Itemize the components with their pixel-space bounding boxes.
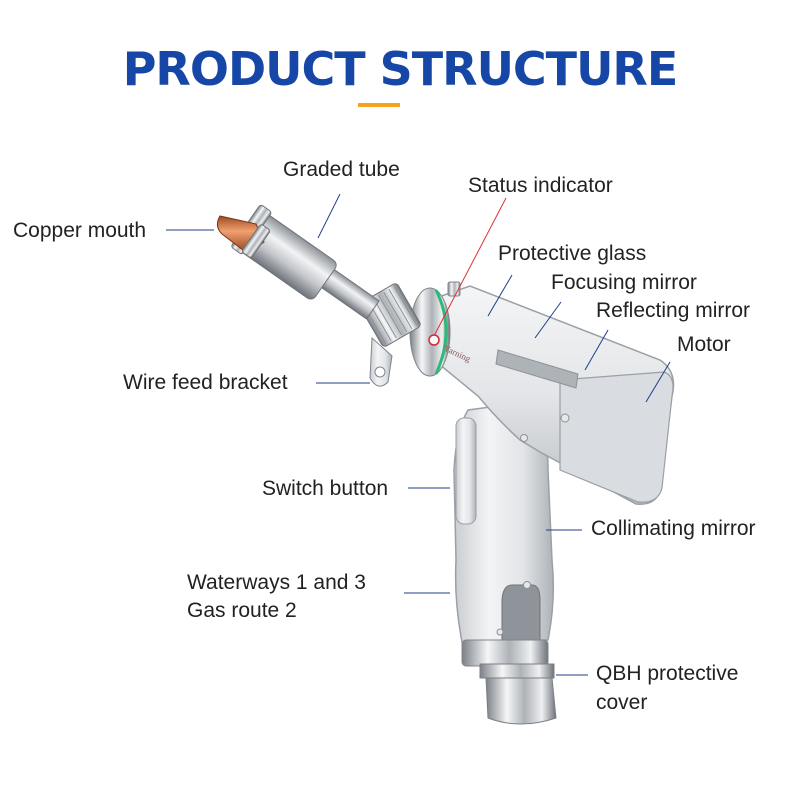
front-ring (409, 287, 451, 377)
qbh-cover (485, 677, 557, 725)
handle-collar (461, 639, 549, 667)
screw-3 (523, 581, 531, 589)
leader-graded-tube (317, 193, 341, 239)
green-ring (434, 289, 448, 375)
label-qbh-line1: QBH protective (596, 662, 739, 685)
label-copper-mouth: Copper mouth (13, 219, 147, 242)
label-focusing-mirror: Focusing mirror (551, 271, 697, 294)
leader-protective-glass (487, 274, 513, 317)
label-reflecting-mirror: Reflecting mirror (596, 299, 751, 322)
handle-slot (501, 584, 541, 641)
bracket-hole (374, 366, 386, 378)
status-indicator-light (428, 334, 440, 346)
screw-1 (560, 413, 570, 423)
switch-button-shape (455, 417, 477, 525)
label-switch-button: Switch button (262, 477, 389, 500)
body-slot (495, 349, 579, 389)
page-title: PRODUCT STRUCTURE (122, 42, 679, 96)
label-waterways: Waterways 1 and 3 (187, 571, 366, 594)
label-status-indicator: Status indicator (468, 174, 613, 197)
label-protective-glass: Protective glass (498, 242, 647, 265)
label-wire-feed-bracket: Wire feed bracket (123, 371, 288, 394)
label-qbh-line2: cover (596, 691, 648, 714)
screw-2 (520, 434, 528, 442)
label-collimating-mirror: Collimating mirror (591, 517, 756, 540)
title-underline (358, 103, 400, 107)
screw-4 (496, 628, 504, 636)
leader-status-indicator (433, 197, 507, 337)
label-motor: Motor (677, 333, 731, 356)
label-graded-tube: Graded tube (283, 158, 400, 181)
leader-focusing-mirror (534, 301, 562, 339)
leader-lines (166, 193, 671, 676)
wire-feed-bracket-shape (369, 336, 393, 387)
motor-housing (559, 371, 674, 503)
leader-reflecting-mirror (584, 329, 609, 371)
qbh-cover-top (479, 663, 555, 679)
leader-motor (645, 361, 671, 403)
copper-collar (242, 224, 270, 258)
label-gas-route: Gas route 2 (187, 599, 297, 622)
